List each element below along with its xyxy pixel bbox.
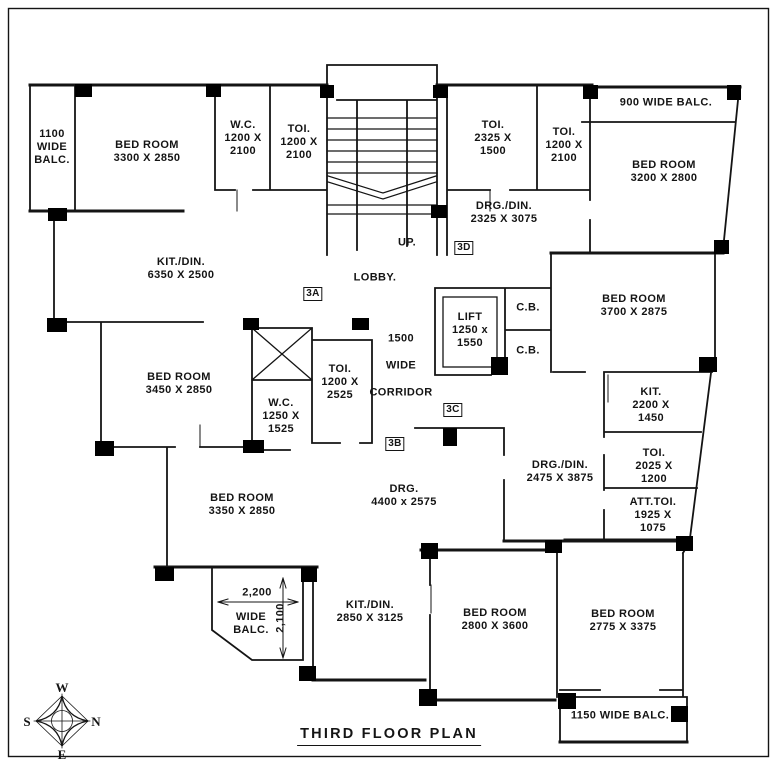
label-dim-2200: 2,200 bbox=[242, 586, 272, 599]
compass-letter-s: S bbox=[23, 714, 30, 729]
columns bbox=[47, 84, 741, 722]
lift-car bbox=[442, 296, 498, 368]
label-balc-900: 900 WIDE BALC. bbox=[619, 96, 713, 109]
compass-crosshair bbox=[33, 693, 91, 749]
page-border bbox=[7, 7, 770, 758]
compass: W S N E bbox=[23, 680, 101, 762]
label-kit-din-2850: KIT./DIN.2850 X 3125 bbox=[336, 598, 404, 624]
label-lobby: LOBBY. bbox=[353, 271, 397, 284]
compass-letter-e: E bbox=[58, 747, 67, 762]
label-drg-din-2475: DRG./DIN.2475 X 3875 bbox=[526, 458, 594, 484]
label-drg-din-2325: DRG./DIN.2325 X 3075 bbox=[470, 199, 538, 225]
unit-marker-3D: 3D bbox=[454, 241, 474, 255]
label-drg-4400: DRG.4400 x 2575 bbox=[371, 482, 437, 508]
label-dim-2100: 2,100 bbox=[274, 603, 287, 633]
unit-marker-3C: 3C bbox=[443, 403, 463, 417]
plan-title: THIRD FLOOR PLAN bbox=[297, 726, 481, 746]
unit-marker-3B: 3B bbox=[385, 437, 405, 451]
label-cb-1: C.B. bbox=[516, 301, 540, 314]
dimension-lines bbox=[217, 577, 299, 659]
unit-marker-3A: 3A bbox=[303, 287, 323, 301]
label-cb-2: C.B. bbox=[516, 344, 540, 357]
stair-break-line bbox=[327, 175, 437, 200]
stair-treads bbox=[326, 117, 438, 215]
compass-letter-w: W bbox=[56, 680, 69, 695]
compass-letter-n: N bbox=[91, 714, 101, 729]
label-balc-1150: 1150 WIDE BALC. bbox=[570, 709, 670, 722]
door-leaves bbox=[199, 189, 609, 614]
label-kit-din-6350: KIT./DIN.6350 X 2500 bbox=[147, 255, 215, 281]
duct-cross bbox=[251, 327, 313, 381]
exterior-walls bbox=[28, 83, 742, 744]
label-up: UP. bbox=[397, 236, 417, 249]
